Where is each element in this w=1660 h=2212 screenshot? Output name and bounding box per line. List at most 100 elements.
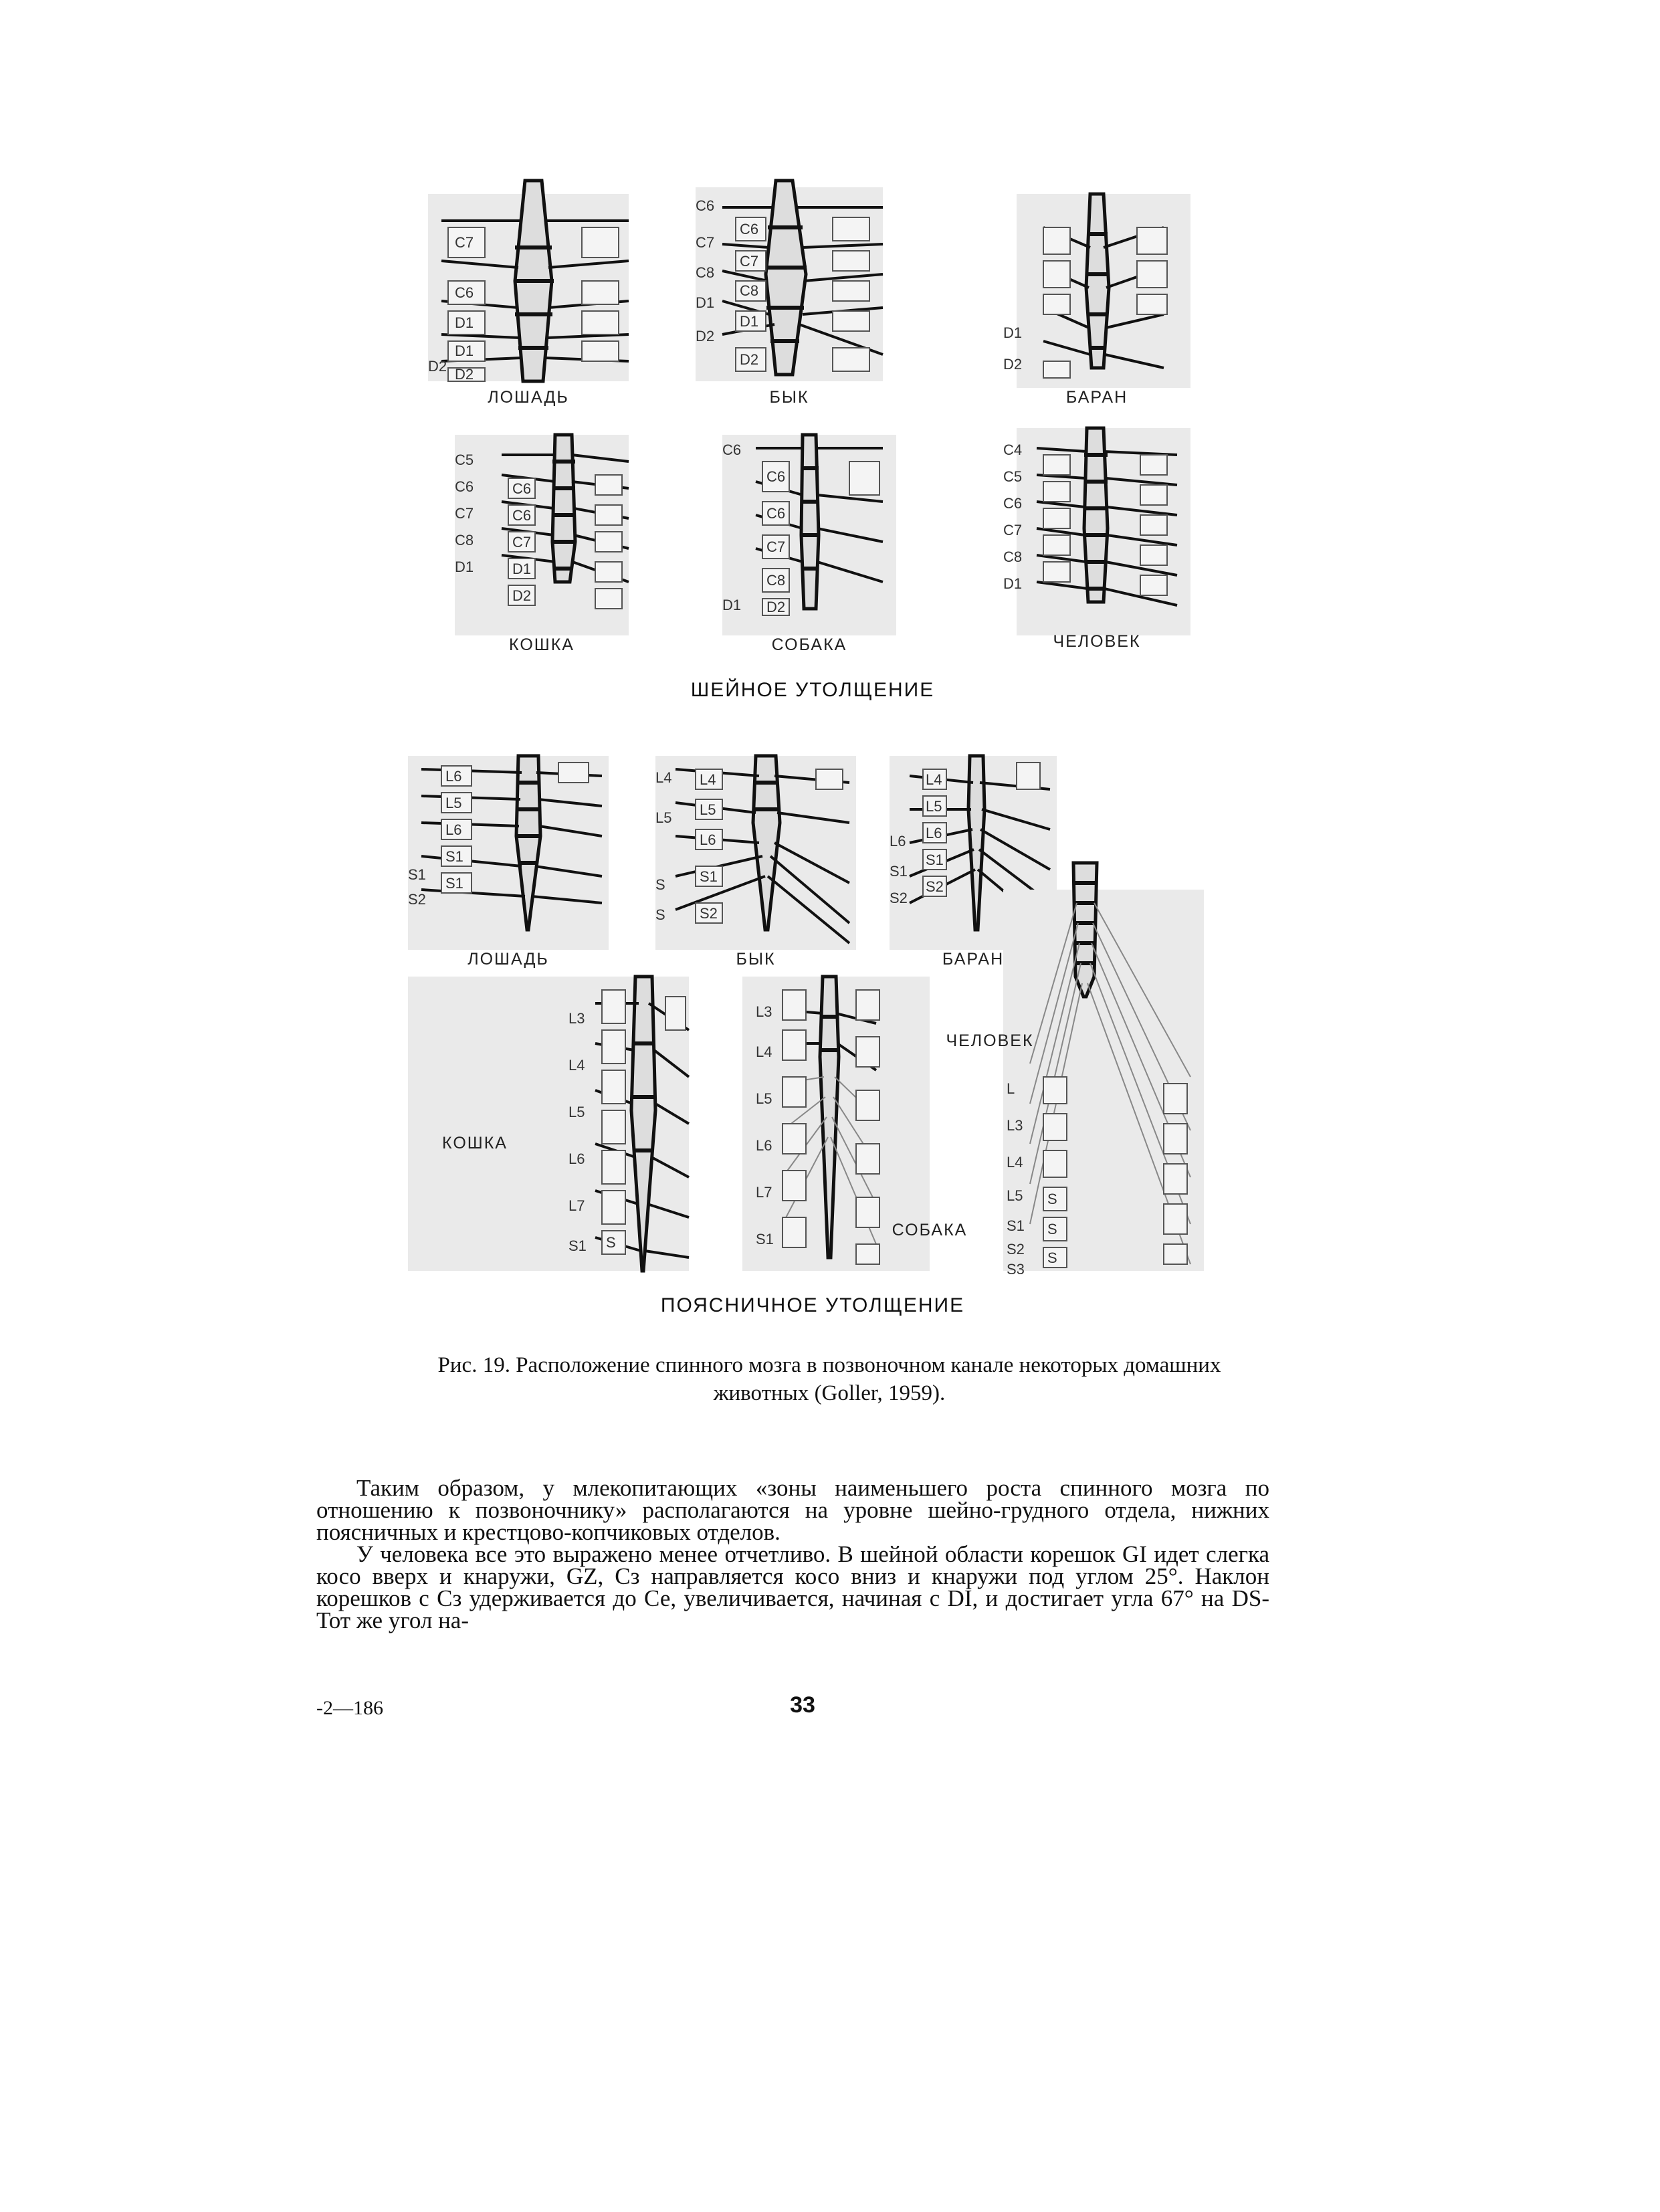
spinal-diagram: C5 C6 C7 C8 D1 C6 C6 C7 D1 D2 (455, 433, 629, 635)
level-label: S (655, 906, 665, 923)
panel-caption: КОШКА (442, 1134, 508, 1152)
level-label: L5 (1007, 1187, 1023, 1204)
panel-caption: ЧЕЛОВЕК (1053, 632, 1141, 651)
box-label: S1 (445, 875, 463, 892)
level-label: L6 (568, 1150, 585, 1167)
spinal-diagram: D1 D2 (1003, 192, 1190, 388)
box-label: S1 (926, 851, 944, 868)
spinal-diagram: L3 L4 L5 L6 L7 S1 (742, 975, 930, 1271)
spinal-diagram: C6 C7 C8 D1 D2 C6 C7 C8 D1 D2 (696, 179, 884, 381)
box-label: C8 (740, 282, 758, 299)
box-label: L6 (445, 768, 461, 785)
box-label: L5 (445, 795, 461, 811)
level-label: L4 (568, 1057, 585, 1074)
level-label: D1 (1003, 575, 1022, 592)
box-label: D2 (512, 587, 531, 604)
level-label: S1 (408, 866, 426, 883)
box-label: D2 (766, 599, 785, 615)
spinal-diagram: L3 L4 L5 L6 L7 S1 S (408, 975, 690, 1273)
lumbar-panel-bull: L4 L5 S S L4 L5 L6 S1 S2 БЫК (655, 754, 856, 977)
level-label: C8 (1003, 548, 1022, 565)
level-label: C6 (455, 478, 474, 495)
figure-caption: Рис. 19. Расположение спинного мозга в п… (328, 1351, 1331, 1407)
box-label: S (606, 1234, 616, 1251)
caption-line: животных (Goller, 1959). (713, 1381, 946, 1405)
box-label: L6 (700, 831, 716, 848)
level-label: D2 (428, 358, 447, 375)
level-label: S (655, 876, 665, 893)
lumbar-panel-cat: L3 L4 L5 L6 L7 S1 S КОШКА (408, 975, 690, 1273)
spinal-diagram: L L3 L4 L5 S1 S2 S3 S S S (1003, 861, 1204, 1278)
printer-signature: -2—186 (316, 1697, 383, 1719)
level-label: L (1007, 1080, 1015, 1097)
paragraph: Таким образом, у млекопитающих «зоны наи… (316, 1475, 1269, 1545)
level-label: S2 (890, 890, 908, 906)
box-label: C6 (512, 480, 531, 497)
box-label: S2 (926, 878, 944, 895)
level-label: S1 (890, 863, 908, 880)
box-label: C7 (512, 534, 531, 550)
level-label: C8 (455, 532, 474, 548)
lumbar-panel-dog: L3 L4 L5 L6 L7 S1 СОБАКА (742, 975, 966, 1271)
level-label: S2 (408, 891, 426, 908)
level-label: L4 (756, 1043, 772, 1060)
box-label: L5 (926, 798, 942, 815)
level-label: L3 (1007, 1117, 1023, 1134)
box-label: D1 (740, 313, 758, 330)
panel-caption: ЧЕЛОВЕК (946, 1031, 1034, 1050)
level-label: L6 (890, 833, 906, 849)
box-label: C7 (766, 538, 785, 555)
box-label: S (1047, 1191, 1057, 1207)
box-label: C6 (766, 468, 785, 485)
box-label: D1 (512, 561, 531, 577)
panel-caption: БАРАН (942, 950, 1005, 969)
box-label: D2 (455, 366, 474, 383)
spinal-diagram: C7 C6 D1 D1 D2 D2 (428, 179, 629, 383)
cervical-panel-horse: C7 C6 D1 D1 D2 D2 ЛОШАДЬ (428, 179, 629, 407)
level-label: C7 (1003, 522, 1022, 538)
level-label: C4 (1003, 441, 1022, 458)
level-label: C7 (455, 505, 474, 522)
level-label: D1 (455, 559, 474, 575)
box-label: C6 (455, 284, 474, 301)
box-label: C6 (512, 507, 531, 524)
level-label: C6 (722, 441, 741, 458)
box-label: L5 (700, 801, 716, 818)
level-label: C5 (1003, 468, 1022, 485)
box-label: S2 (700, 905, 718, 922)
box-label: C6 (740, 221, 758, 237)
level-label: L3 (568, 1010, 585, 1027)
panel-caption: СОБАКА (771, 635, 847, 654)
level-label: C7 (696, 234, 714, 251)
box-label: S (1047, 1249, 1057, 1266)
cervical-panel-cat: C5 C6 C7 C8 D1 C6 C6 C7 D1 D2 КОШКА (455, 433, 629, 656)
level-label: C6 (696, 197, 714, 214)
box-label: S1 (700, 868, 718, 885)
lumbar-heading: ПОЯСНИЧНОЕ УТОЛЩЕНИЕ (660, 1294, 965, 1316)
panel-caption: СОБАКА (892, 1221, 968, 1239)
box-label: S1 (445, 848, 463, 865)
box-label: D1 (455, 342, 474, 359)
panel-caption: БАРАН (1065, 388, 1128, 407)
box-label: C7 (455, 234, 474, 251)
level-label: D2 (1003, 356, 1022, 373)
panel-caption: ЛОШАДЬ (468, 950, 549, 969)
box-label: S (1047, 1221, 1057, 1237)
box-label: C8 (766, 572, 785, 589)
spinal-diagram: C4 C5 C6 C7 C8 D1 (1003, 426, 1190, 635)
level-label: D1 (696, 294, 714, 311)
box-label: L6 (926, 825, 942, 841)
lumbar-panel-horse: S1 S2 L6 L5 L6 S1 S1 ЛОШАДЬ (408, 754, 609, 977)
figure-19: C7 C6 D1 D1 D2 D2 ЛОШАДЬ (401, 179, 1224, 1318)
box-label: L6 (445, 821, 461, 838)
level-label: L7 (756, 1184, 772, 1201)
cervical-panel-dog: C6 D1 C6 C6 C7 C8 D2 СОБАКА (722, 433, 896, 656)
box-label: D1 (455, 314, 474, 331)
level-label: C5 (455, 451, 474, 468)
cervical-panel-sheep: D1 D2 БАРАН (1003, 192, 1190, 407)
paragraph: У человека все это выражено менее отчетл… (316, 1541, 1269, 1633)
lumbar-panel-human: L L3 L4 L5 S1 S2 S3 S S S ЧЕЛОВЕК (946, 861, 1204, 1278)
cervical-heading: ШЕЙНОЕ УТОЛЩЕНИЕ (690, 679, 935, 701)
level-label: S2 (1007, 1241, 1025, 1258)
